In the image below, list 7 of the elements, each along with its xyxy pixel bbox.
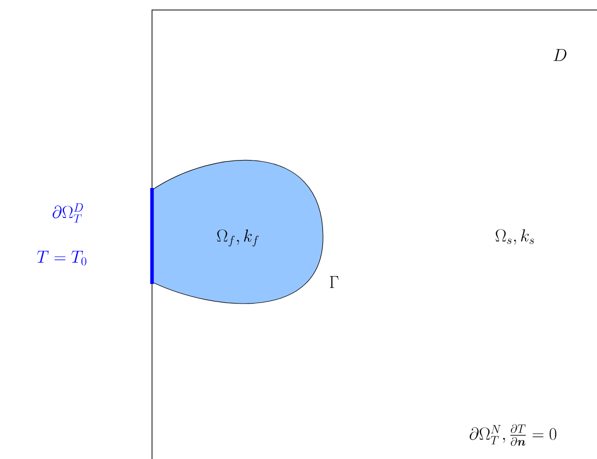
interface-label: $\Gamma$ [330,276,338,288]
region-label: $\Omega_f, k_f$ [217,229,259,247]
boundary-label: $T = T_0$ [37,250,86,266]
boundary-label: $\partial\Omega_T^N, \frac{\partial T}{\partial \boldsymbol{n}} = 0$ [470,424,556,446]
region-label: $D$ [554,49,566,61]
region-label: $\Omega_s, k_s$ [496,229,534,245]
boundary-label: $\partial\Omega_T^D$ [52,203,83,223]
